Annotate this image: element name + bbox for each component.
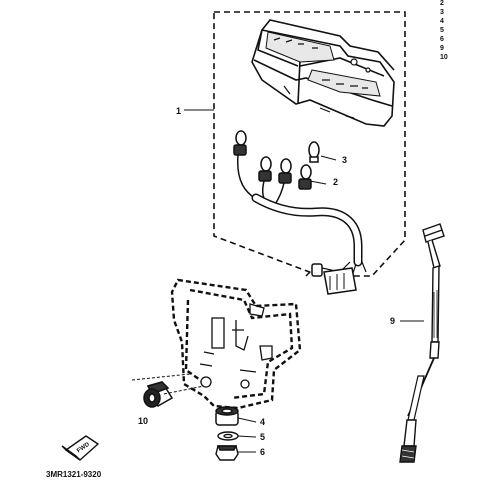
bracket-details xyxy=(199,303,273,389)
assembly-boundary xyxy=(213,11,406,277)
collar-part xyxy=(217,431,239,441)
nut-part xyxy=(215,445,239,461)
corner-index-item: 10 xyxy=(440,54,448,61)
corner-index: 2 3 4 5 6 9 10 xyxy=(440,0,448,61)
callout-10: 10 xyxy=(138,416,148,426)
corner-index-item: 4 xyxy=(440,18,444,25)
meter-bracket xyxy=(170,278,302,410)
callout-4: 4 xyxy=(260,417,265,427)
damper-part xyxy=(215,406,239,426)
corner-index-item: 6 xyxy=(440,36,444,43)
bulb-socket-harness xyxy=(233,130,367,295)
corner-index-item: 9 xyxy=(440,45,444,52)
diagram-code: 3MR1321-9320 xyxy=(46,470,102,479)
fwd-arrow-icon: FWD xyxy=(61,435,100,461)
callout-1: 1 xyxy=(176,106,181,116)
callout-leaders-upper xyxy=(184,109,424,322)
callout-5: 5 xyxy=(260,432,265,442)
meter-housing xyxy=(251,19,395,127)
speedometer-cable xyxy=(399,223,445,463)
corner-index-item: 3 xyxy=(440,9,444,16)
callout-2: 2 xyxy=(333,177,338,187)
corner-index-item: 2 xyxy=(440,0,444,7)
callout-9: 9 xyxy=(390,316,395,326)
callout-leaders-lower xyxy=(237,417,257,453)
grommet-leader xyxy=(131,373,205,395)
callout-3: 3 xyxy=(342,155,347,165)
callout-6: 6 xyxy=(260,447,265,457)
grommet-part xyxy=(143,381,174,408)
corner-index-item: 5 xyxy=(440,27,444,34)
